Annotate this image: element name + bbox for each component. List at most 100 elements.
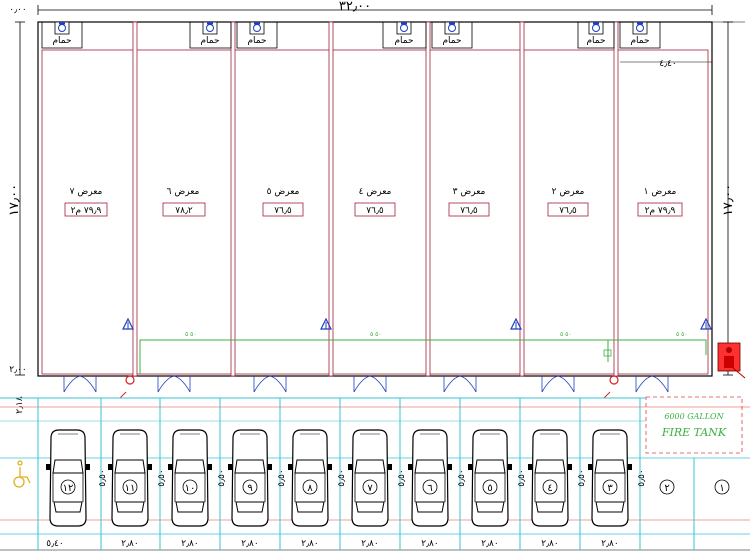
right-height-dimension-label: ١٧٫٠٠	[721, 184, 736, 216]
showroom-7-area: ٧٩٫٩ م٢	[71, 206, 102, 216]
sprinkler-icons	[122, 318, 712, 330]
building-outline	[37, 21, 713, 377]
parking-number: ١٠	[185, 483, 196, 494]
showroom-3-name: معرض ٣	[453, 187, 486, 197]
front-gap-dimension-label: ٢٫١٨	[15, 396, 25, 414]
parking-depth-label: ٥٫٥٠	[637, 469, 647, 486]
showroom-3: معرض ٣ ٧٦٫٥	[448, 187, 490, 217]
showroom-2: معرض ٢ ٧٦٫٥	[547, 187, 589, 217]
bathroom-label: حمام	[394, 36, 413, 46]
interior-wall-line	[41, 49, 709, 375]
fire-line: ٥٠ ٥ ٥٠ ٥ ٥٠ ٥ ٥٠ ٥	[139, 331, 707, 374]
showroom-6-name: معرض ٦	[167, 187, 200, 197]
sprinkler-icon	[510, 318, 522, 330]
car-icon	[587, 429, 633, 527]
bathroom-4: حمام	[382, 21, 427, 49]
bathroom-label: حمام	[52, 36, 71, 46]
parking-width-label: ٢٫٨٠	[541, 539, 558, 549]
showroom-7: معرض ٧ ٧٩٫٩ م٢	[64, 187, 108, 217]
parking-width-label: ٢٫٨٠	[361, 539, 378, 549]
left-height-dimension-label: ١٧٫٠٠	[7, 184, 22, 216]
parking-width-label: ٢٫٨٠	[481, 539, 498, 549]
fire-tank-capacity: 6000 GALLON	[664, 412, 724, 421]
showroom-5-name: معرض ٥	[267, 187, 300, 197]
parking-depth-label: ٥٫٥٠	[577, 469, 587, 486]
parking-number: ٨	[307, 483, 313, 494]
car-icon	[167, 429, 213, 527]
car-icon	[227, 429, 273, 527]
exit-markers	[119, 375, 619, 399]
left-margin-dimension-label: ٢٫٠٠	[9, 365, 26, 375]
car-icon	[347, 429, 393, 527]
parking-number: ١١	[125, 483, 136, 494]
parking-number: ١٢	[63, 483, 74, 494]
fire-tank: 6000 GALLON FIRE TANK	[645, 396, 743, 454]
bathroom-label: حمام	[200, 36, 219, 46]
party-walls	[132, 21, 619, 377]
showroom-2-area: ٧٦٫٥	[559, 206, 577, 216]
showroom-1-name: معرض ١	[644, 187, 677, 197]
svg-text:٥٠ ٥: ٥٠ ٥	[560, 331, 572, 338]
bathroom-label: حمام	[630, 36, 649, 46]
car-icon	[467, 429, 513, 527]
showroom-4: معرض ٤ ٧٦٫٥	[354, 187, 396, 217]
parking-number: ٢	[664, 483, 669, 494]
parking-number: ٩	[247, 483, 252, 494]
top-dimension-line	[37, 5, 745, 23]
parking-dimensions: ٥٫٥٠ ٥٫٥٠ ٥٫٥٠ ٥٫٥٠ ٥٫٥٠ ٥٫٥٠ ٥٫٥٠ ٥٫٥٠ …	[46, 469, 647, 549]
parking-width-label: ٢٫٨٠	[421, 539, 438, 549]
showroom-3-area: ٧٦٫٥	[460, 206, 478, 216]
parking-side-label: ٥٫٤٠	[46, 539, 63, 549]
showroom-7-name: معرض ٧	[70, 187, 103, 197]
bathroom-label: حمام	[442, 36, 461, 46]
parking-number: ٦	[427, 483, 432, 494]
left-height-dimension-line	[15, 21, 25, 376]
front-doors	[63, 375, 669, 393]
bathroom-6: حمام	[189, 21, 232, 49]
parking-number: ٤	[547, 483, 552, 494]
parking-depth-label: ٥٫٥٠	[337, 469, 347, 486]
showroom-6: معرض ٦ ٧٨٫٢	[162, 187, 206, 217]
car-icon	[527, 429, 573, 527]
parking-number: ١	[719, 483, 724, 494]
car-icon	[287, 429, 333, 527]
parking-depth-label: ٥٫٥٠	[517, 469, 527, 486]
showroom-1: معرض ١ ٧٩٫٩ م٢	[637, 187, 683, 217]
fire-tank-label: FIRE TANK	[661, 426, 727, 439]
parking-number: ٥	[487, 483, 492, 494]
svg-text:٥٠ ٥: ٥٠ ٥	[676, 331, 688, 338]
car-icon	[107, 429, 153, 527]
showroom-5: معرض ٥ ٧٦٫٥	[262, 187, 304, 217]
parking-width-label: ٢٫٨٠	[181, 539, 198, 549]
sprinkler-icon	[122, 318, 134, 330]
fire-hydrant-icon	[717, 342, 746, 379]
parking-numbers: ١٢ ١١ ١٠ ٩ ٨ ٧ ٦ ٥ ٤ ٣ ٢ ١	[60, 479, 730, 495]
car-icon	[407, 429, 453, 527]
parking-depth-label: ٥٫٥٠	[457, 469, 467, 486]
parking-width-label: ٢٫٨٠	[121, 539, 138, 549]
showroom-6-area: ٧٨٫٢	[175, 206, 193, 216]
bathroom-5: حمام	[236, 21, 278, 49]
right-height-dimension-line	[723, 21, 733, 376]
showroom-5-area: ٧٦٫٥	[274, 206, 292, 216]
bathroom-label: حمام	[247, 36, 266, 46]
parking-depth-label: ٥٫٥٠	[217, 469, 227, 486]
top-left-dimension-label: ٠٫٠٠	[9, 5, 26, 15]
car-icon	[45, 429, 91, 527]
parking-width-label: ٢٫٨٠	[301, 539, 318, 549]
top-dimension-label: ٣٢٫٠٠	[339, 0, 371, 14]
parking-number: ٣	[607, 483, 613, 494]
parking-depth-label: ٥٫٥٠	[397, 469, 407, 486]
right-wall-dimension-label: ٤٫٤٠	[659, 59, 676, 69]
parking-number: ٧	[367, 483, 373, 494]
parking-width-label: ٢٫٨٠	[241, 539, 258, 549]
parking-depth-label: ٥٫٥٠	[157, 469, 167, 486]
showroom-4-name: معرض ٤	[359, 187, 392, 197]
svg-text:٥٠ ٥: ٥٠ ٥	[370, 331, 382, 338]
bathroom-3: حمام	[431, 21, 473, 49]
bathroom-label: حمام	[586, 36, 605, 46]
wheelchair-icon	[13, 460, 31, 488]
showroom-1-area: ٧٩٫٩ م٢	[645, 206, 676, 216]
bathroom-1: حمام	[619, 21, 661, 49]
